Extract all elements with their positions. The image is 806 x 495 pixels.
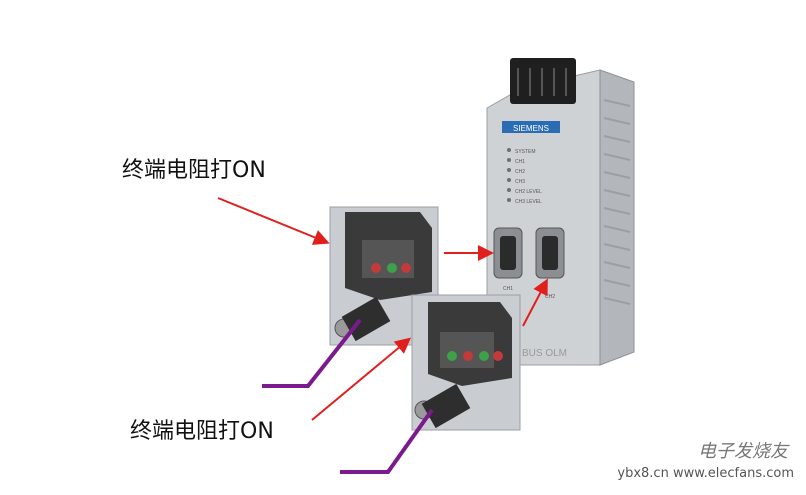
port-label-ch2: CH2 bbox=[545, 294, 555, 300]
led-column: SYSTEM CH1 CH2 CH3 CH2 LEVEL CH3 LEVEL bbox=[507, 148, 542, 205]
device-fins bbox=[603, 99, 631, 305]
arrow-top-label bbox=[217, 197, 330, 245]
arrow-bottom-label bbox=[311, 337, 412, 421]
brand-badge bbox=[502, 121, 560, 133]
ch1-port: CH1 bbox=[493, 227, 523, 292]
terminal-screws bbox=[517, 68, 567, 96]
ch2-port: CH2 bbox=[535, 227, 565, 300]
brand-text: SIEMENS bbox=[513, 124, 549, 133]
annotation-top: 终端电阻打ON bbox=[122, 158, 266, 183]
led-label: CH3 LEVEL bbox=[515, 199, 542, 205]
annotation-bottom: 终端电阻打ON bbox=[130, 419, 274, 444]
profibus-connector-lower bbox=[411, 294, 521, 431]
arrows bbox=[217, 197, 548, 421]
watermark-url: www.elecfans.com bbox=[672, 466, 794, 481]
watermark-brand: 电子发烧友 bbox=[698, 441, 788, 462]
led-label: CH1 bbox=[515, 159, 525, 165]
cable-upper bbox=[262, 318, 362, 388]
led-label: CH3 bbox=[515, 179, 525, 185]
led-label: SYSTEM bbox=[515, 149, 536, 155]
led-label: CH2 bbox=[515, 169, 525, 175]
device-side-text: BUS OLM bbox=[522, 348, 567, 359]
watermark-site: ybx8.cn bbox=[617, 466, 669, 481]
watermark-footer: ybx8.cn www.elecfans.com bbox=[617, 466, 794, 481]
olm-device: SIEMENS SYSTEM CH1 CH2 CH3 CH2 LEVEL CH3… bbox=[486, 58, 635, 366]
cable-lower bbox=[340, 408, 434, 474]
arrow-to-ch2 bbox=[522, 278, 548, 327]
cables bbox=[262, 318, 434, 474]
port-label-ch1: CH1 bbox=[503, 286, 513, 292]
led-label: CH2 LEVEL bbox=[515, 189, 542, 195]
